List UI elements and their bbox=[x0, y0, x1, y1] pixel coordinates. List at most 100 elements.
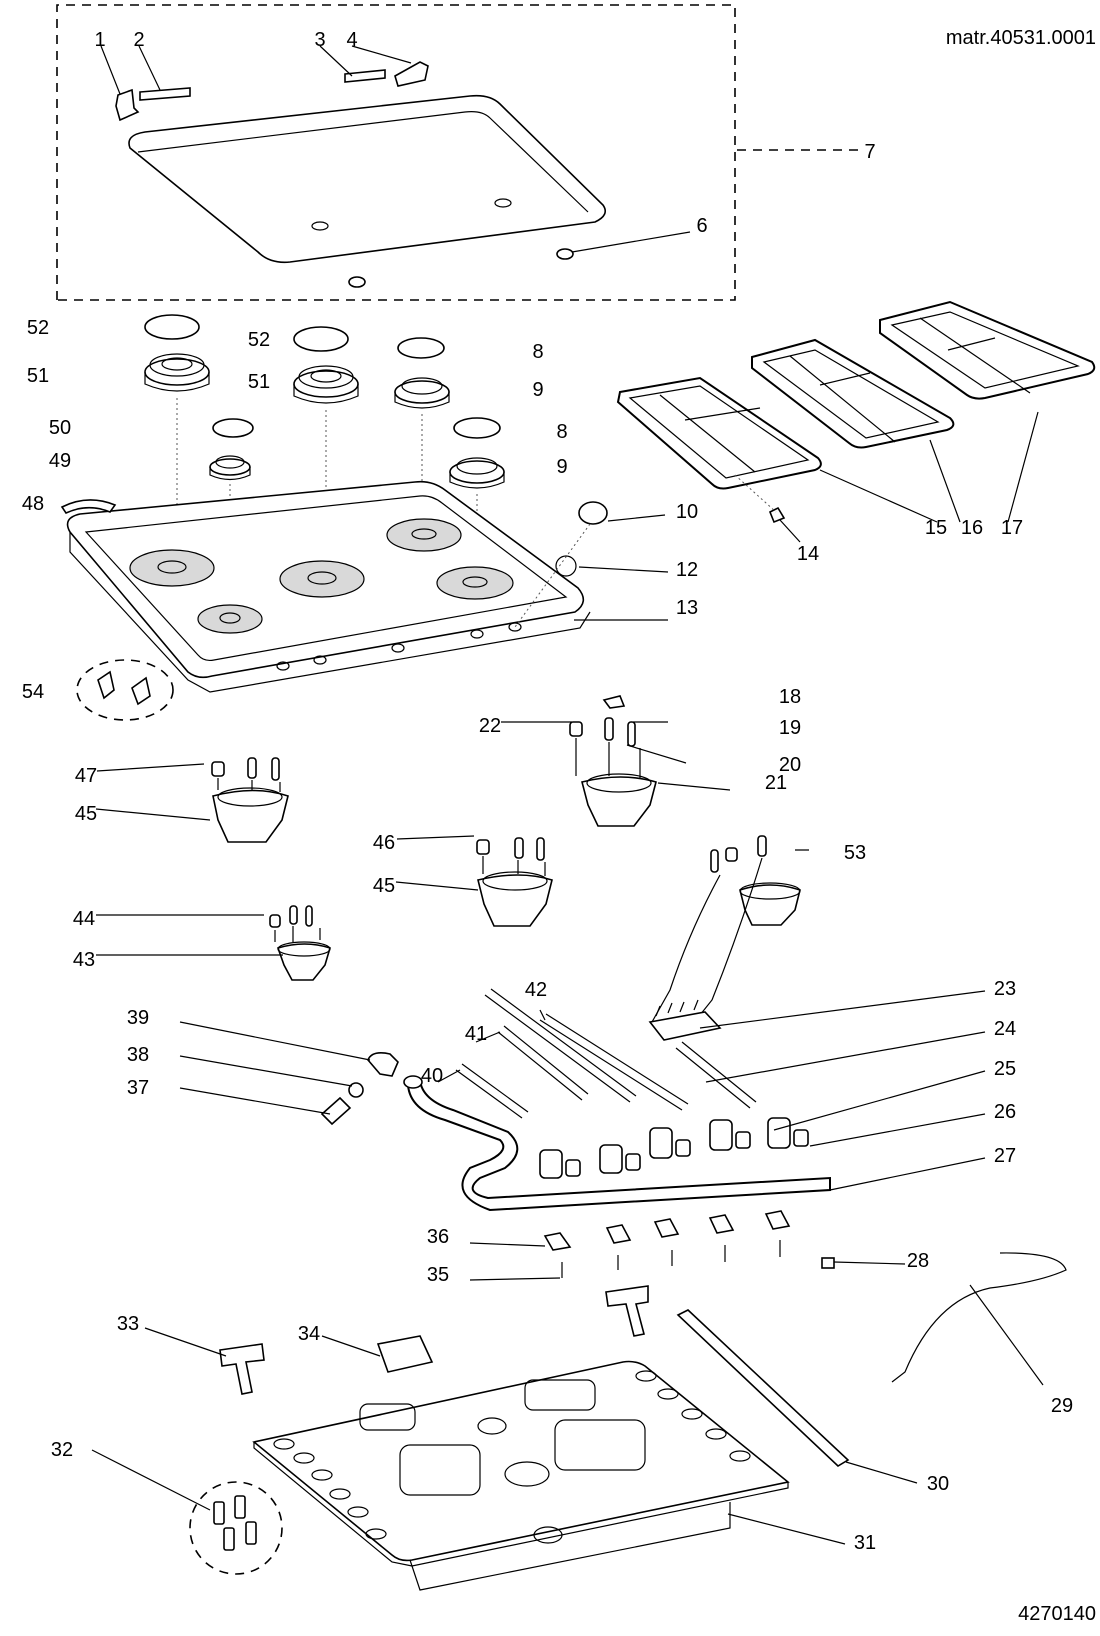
lid-dashed-frame bbox=[56, 4, 736, 301]
callout-3: 3 bbox=[314, 29, 325, 51]
callout-1: 1 bbox=[94, 29, 105, 51]
glass-lid bbox=[128, 94, 606, 264]
callout-31: 31 bbox=[854, 1532, 876, 1554]
callout-15: 15 bbox=[925, 517, 947, 539]
callout-4: 4 bbox=[346, 29, 357, 51]
burner-9 bbox=[394, 377, 450, 409]
callout-8: 8 bbox=[556, 421, 567, 443]
gas-tap bbox=[599, 1144, 641, 1174]
burner-cap-8 bbox=[397, 337, 445, 359]
callout-19: 19 bbox=[779, 717, 801, 739]
pan-support-15 bbox=[616, 376, 822, 490]
callout-10: 10 bbox=[676, 501, 698, 523]
burner-9 bbox=[449, 457, 505, 489]
callout-28: 28 bbox=[907, 1250, 929, 1272]
gas-tap bbox=[709, 1119, 751, 1151]
callout-45: 45 bbox=[75, 803, 97, 825]
fitting-37 bbox=[320, 1096, 352, 1126]
pan-supports bbox=[616, 300, 1096, 543]
pipe-40 bbox=[455, 1063, 529, 1119]
pipe-41 bbox=[497, 1025, 589, 1101]
callout-13: 13 bbox=[676, 597, 698, 619]
callout-21: 21 bbox=[765, 772, 787, 794]
callout-50: 50 bbox=[49, 417, 71, 439]
burner-cap-50 bbox=[212, 418, 254, 438]
drawing-number: 4270140 bbox=[1018, 1603, 1096, 1625]
pipe-24 bbox=[675, 1041, 757, 1109]
hob-top-13 bbox=[60, 480, 669, 721]
callout-23: 23 bbox=[994, 978, 1016, 1000]
gas-tap bbox=[539, 1149, 581, 1179]
ring-12 bbox=[555, 555, 577, 577]
burner-cap-52 bbox=[293, 326, 349, 352]
injector-holder-43 bbox=[269, 905, 331, 981]
callout-34: 34 bbox=[298, 1323, 320, 1345]
callout-40: 40 bbox=[421, 1065, 443, 1087]
callout-7: 7 bbox=[864, 141, 875, 163]
clips-32 bbox=[189, 1481, 283, 1575]
bracket-33 bbox=[219, 1343, 265, 1395]
callout-48: 48 bbox=[22, 493, 44, 515]
gas-tap bbox=[649, 1127, 691, 1159]
lid-group bbox=[56, 4, 860, 301]
callout-51: 51 bbox=[248, 371, 270, 393]
callout-51: 51 bbox=[27, 365, 49, 387]
gas-tap bbox=[767, 1117, 809, 1149]
gas-train bbox=[179, 988, 986, 1281]
rubber-buffer-6 bbox=[556, 248, 574, 260]
callout-27: 27 bbox=[994, 1145, 1016, 1167]
callout-25: 25 bbox=[994, 1058, 1016, 1080]
matr-reference: matr.40531.0001 bbox=[946, 27, 1096, 49]
hinge-pin-3 bbox=[344, 69, 386, 83]
pan-support-17 bbox=[879, 300, 1096, 400]
injector-holder-45 bbox=[476, 837, 553, 927]
callout-42: 42 bbox=[525, 979, 547, 1001]
bracket-34 bbox=[376, 1335, 434, 1373]
hinge-pin-2 bbox=[139, 87, 191, 101]
clips-54 bbox=[76, 659, 174, 721]
injector-holder-45 bbox=[211, 757, 289, 843]
callout-6: 6 bbox=[696, 215, 707, 237]
handle-48 bbox=[60, 499, 117, 515]
callout-52: 52 bbox=[27, 317, 49, 339]
callout-12: 12 bbox=[676, 559, 698, 581]
callout-53: 53 bbox=[844, 842, 866, 864]
hinge-4 bbox=[394, 61, 429, 87]
clip-18 bbox=[602, 695, 626, 709]
base-31 bbox=[91, 1252, 1067, 1591]
callout-17: 17 bbox=[1001, 517, 1023, 539]
rubber-buffer bbox=[348, 276, 366, 288]
callout-33: 33 bbox=[117, 1313, 139, 1335]
callout-54: 54 bbox=[22, 681, 44, 703]
callout-43: 43 bbox=[73, 949, 95, 971]
callout-22: 22 bbox=[479, 715, 501, 737]
callout-44: 44 bbox=[73, 908, 95, 930]
callout-35: 35 bbox=[427, 1264, 449, 1286]
burners bbox=[144, 314, 505, 615]
injector-holder-53 bbox=[651, 835, 801, 1023]
callout-29: 29 bbox=[1051, 1395, 1073, 1417]
callout-24: 24 bbox=[994, 1018, 1016, 1040]
elbow-39 bbox=[367, 1052, 399, 1077]
burner-49 bbox=[209, 455, 251, 481]
callout-49: 49 bbox=[49, 450, 71, 472]
burner-cap-8 bbox=[453, 417, 501, 439]
pipe-41b bbox=[484, 988, 637, 1103]
callout-30: 30 bbox=[927, 1473, 949, 1495]
callout-52: 52 bbox=[248, 329, 270, 351]
callout-26: 26 bbox=[994, 1101, 1016, 1123]
rubber-foot-14 bbox=[768, 506, 786, 524]
callout-41: 41 bbox=[465, 1023, 487, 1045]
callout-20: 20 bbox=[779, 754, 801, 776]
cable-29 bbox=[891, 1252, 1067, 1383]
callout-47: 47 bbox=[75, 765, 97, 787]
ignition-block-23 bbox=[648, 1011, 722, 1041]
burner-cap-52 bbox=[144, 314, 200, 340]
injector-holders bbox=[95, 695, 809, 1023]
callout-14: 14 bbox=[797, 543, 819, 565]
pan-support-16 bbox=[751, 338, 955, 449]
hinge-1 bbox=[115, 88, 140, 122]
callout-18: 18 bbox=[779, 686, 801, 708]
